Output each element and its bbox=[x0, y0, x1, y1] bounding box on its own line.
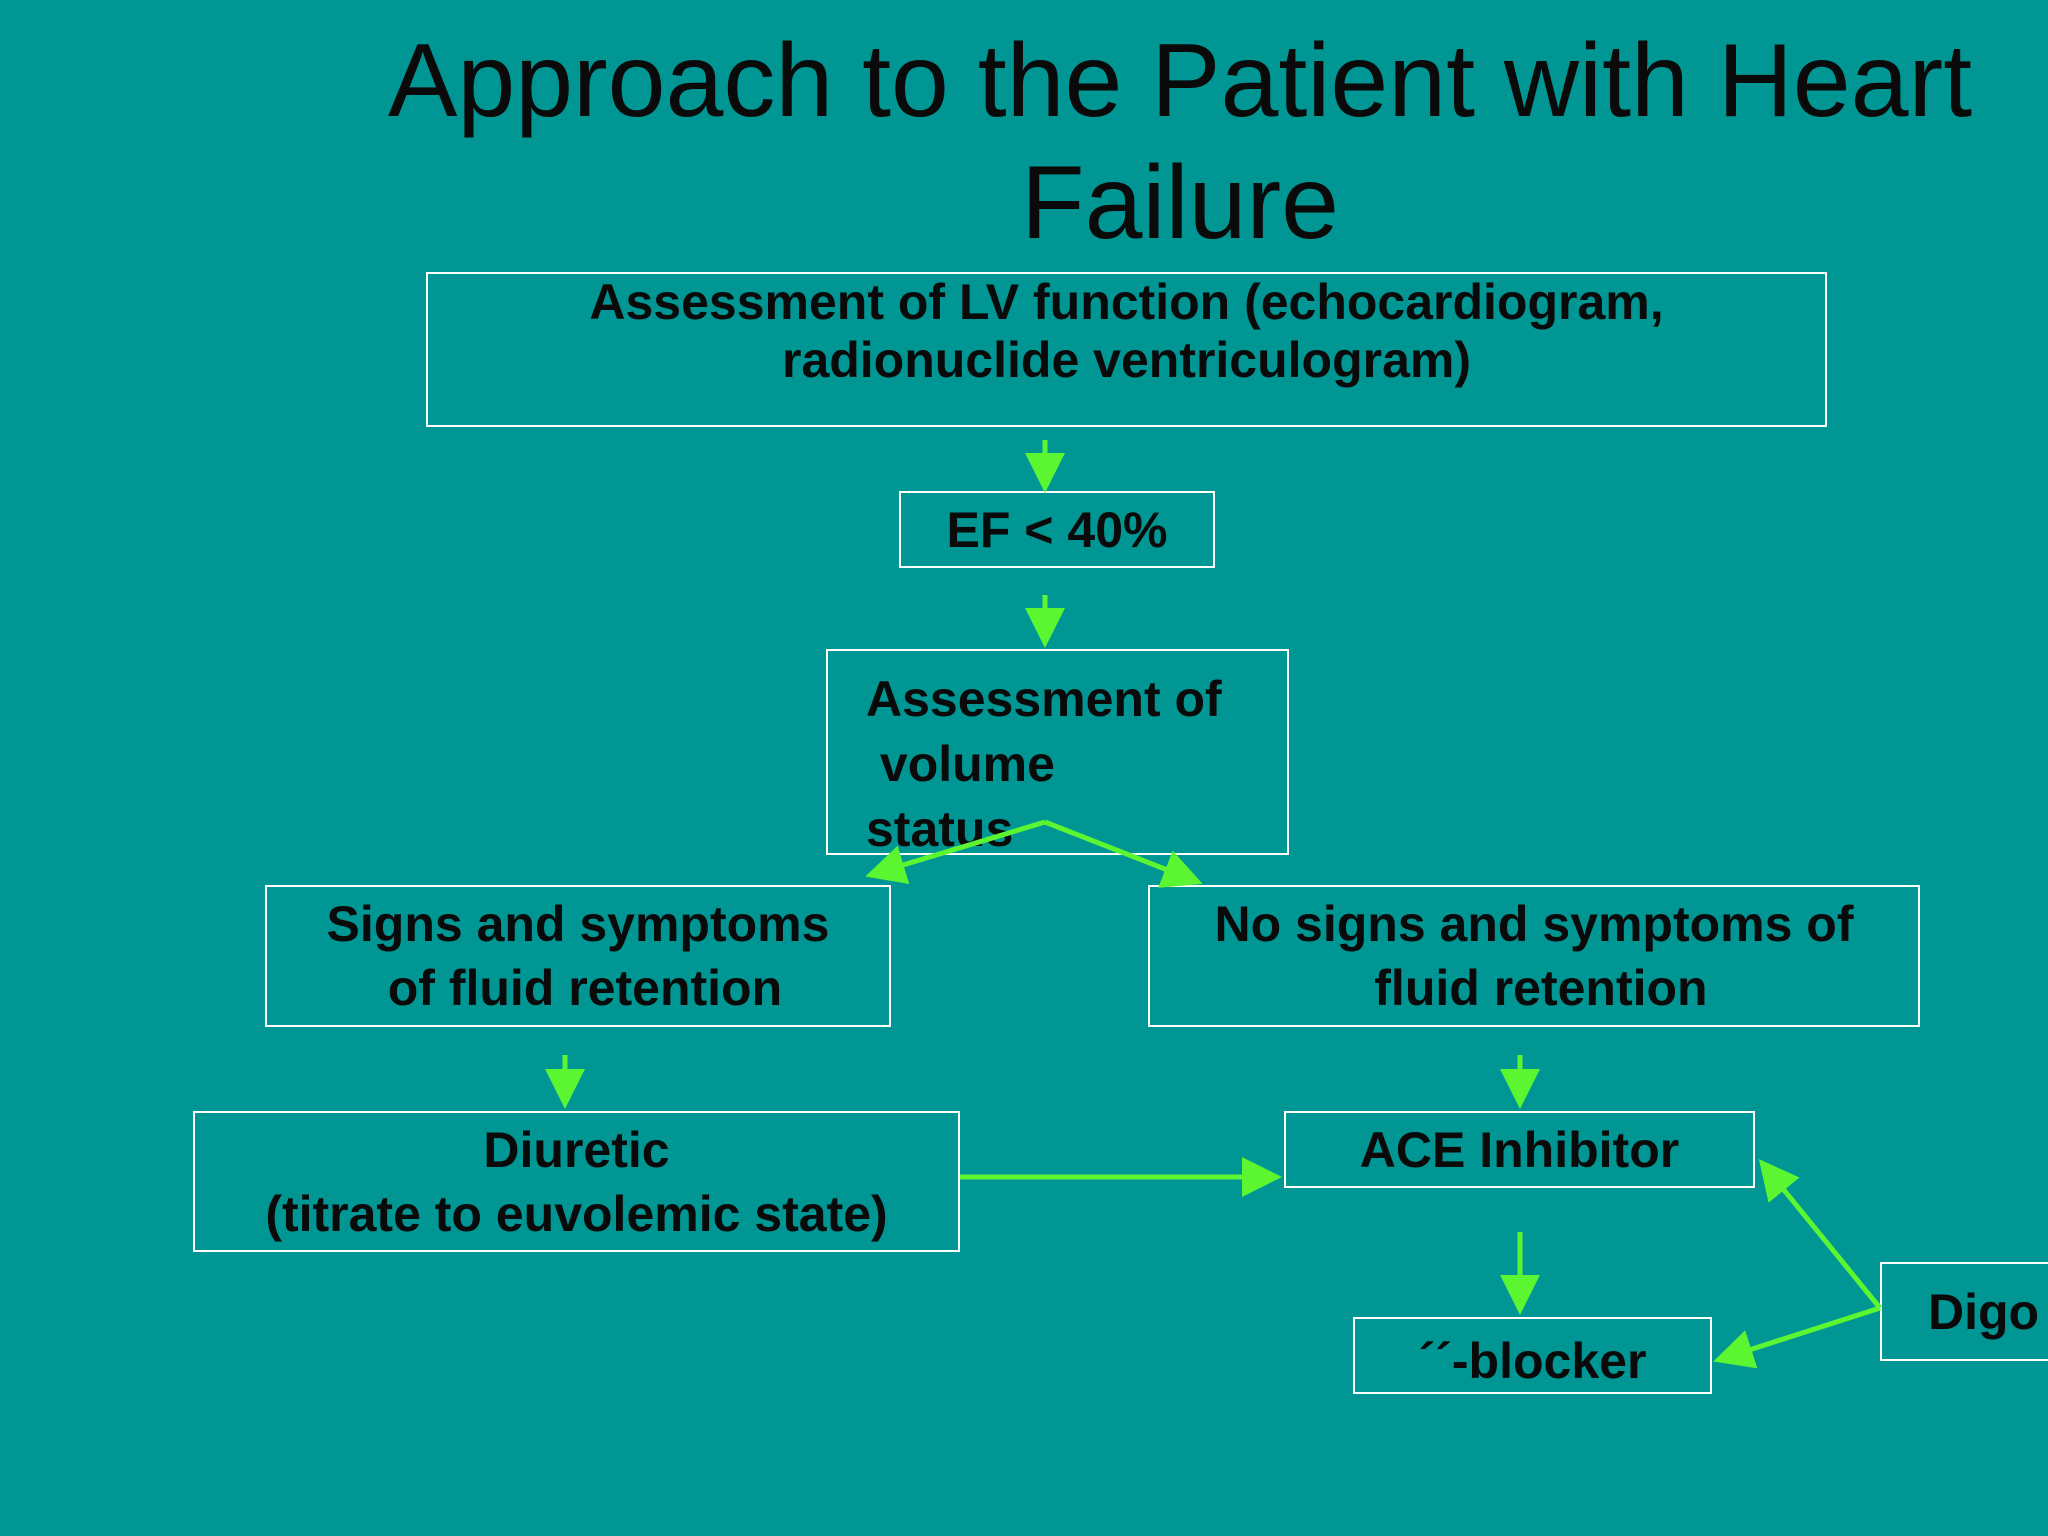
ejection-fraction-label: EF < 40% bbox=[946, 501, 1168, 558]
arrow-digo-to-ace bbox=[1758, 1159, 1882, 1310]
fluid-retention-signs-label: Signs and symptoms of fluid retention bbox=[326, 896, 830, 1016]
lv-function-assessment-label: Assessment of LV function (echocardiogra… bbox=[589, 273, 1664, 388]
no-fluid-retention-label: No signs and symptoms of fluid retention bbox=[1214, 896, 1854, 1016]
ace-inhibitor-label: ACE Inhibitor bbox=[1359, 1121, 1680, 1178]
diuretic-label: Diuretic (titrate to euvolemic state) bbox=[265, 1121, 888, 1242]
ace-inhibitor-box: ACE Inhibitor bbox=[1284, 1111, 1755, 1188]
beta-blocker-box: ´´-blocker bbox=[1353, 1317, 1712, 1394]
lv-function-assessment-box: Assessment of LV function (echocardiogra… bbox=[426, 272, 1827, 427]
slide-title: Approach to the Patient with Heart Failu… bbox=[387, 23, 1973, 261]
fluid-retention-signs-box: Signs and symptoms of fluid retention bbox=[265, 885, 891, 1027]
digoxin-box: Digo bbox=[1880, 1262, 2048, 1361]
arrow-volume-to-no-signs bbox=[1044, 819, 1203, 888]
digoxin-label: Digo bbox=[1928, 1283, 2040, 1340]
arrow-volume-to-signs bbox=[865, 819, 1046, 884]
ejection-fraction-box: EF < 40% bbox=[899, 491, 1215, 568]
diuretic-box: Diuretic (titrate to euvolemic state) bbox=[193, 1111, 960, 1252]
beta-blocker-label: ´´-blocker bbox=[1418, 1332, 1647, 1389]
arrow-digo-to-beta bbox=[1713, 1305, 1881, 1369]
no-fluid-retention-box: No signs and symptoms of fluid retention bbox=[1148, 885, 1920, 1027]
